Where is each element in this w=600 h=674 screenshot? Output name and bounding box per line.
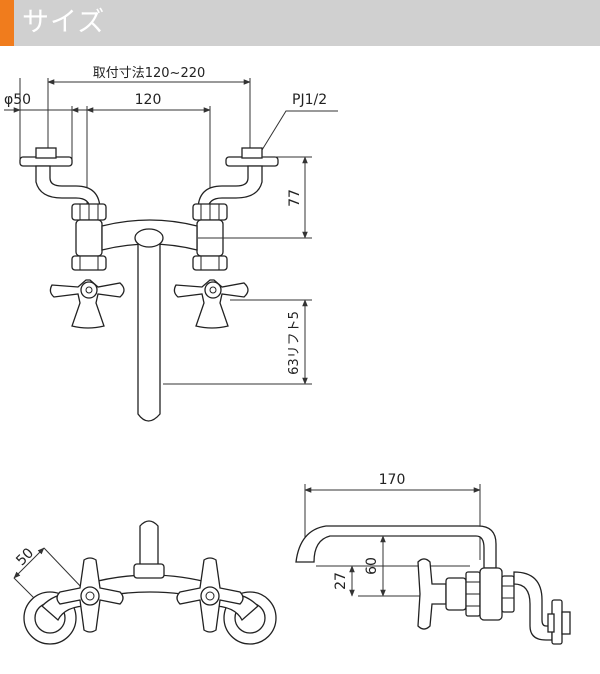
mount-range-label: 取付寸法120~220 <box>93 66 206 81</box>
reach-label: 170 <box>379 472 406 488</box>
top-distance-label: 50 <box>13 545 37 569</box>
section-title: サイズ <box>22 7 106 38</box>
side-view: 170 60 27 <box>295 472 571 645</box>
spout-label: 63リフト5 <box>287 311 302 375</box>
top-view: 50 <box>13 520 277 645</box>
thread-label: PJ1/2 <box>292 92 327 108</box>
section-header: サイズ <box>0 0 600 46</box>
top-distance-dimension <box>13 547 45 579</box>
diameter-label: φ50 <box>4 92 31 108</box>
thread-leader-line <box>261 110 338 151</box>
height-label: 77 <box>287 189 303 207</box>
side-offset-label: 27 <box>333 572 349 590</box>
header-accent-bar <box>0 0 14 46</box>
front-view: 取付寸法120~220 φ50 120 PJ1/2 <box>4 66 338 422</box>
center-distance-label: 120 <box>135 92 162 108</box>
side-height-label: 60 <box>364 557 380 575</box>
